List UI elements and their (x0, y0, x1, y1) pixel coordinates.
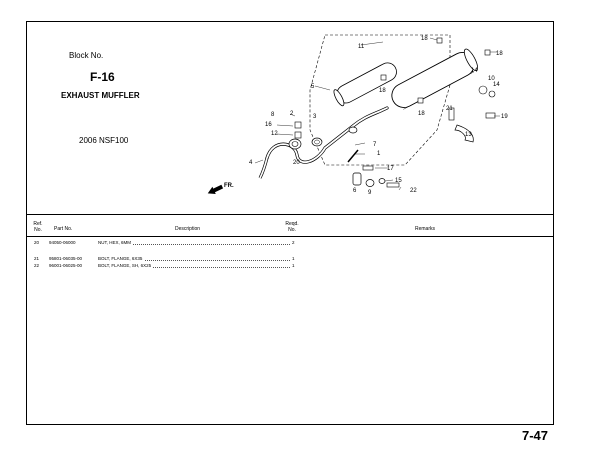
callout-4: 4 (249, 160, 253, 166)
callout-14b: 14 (493, 82, 500, 88)
callout-3: 3 (313, 114, 317, 120)
callout-2: 2 (290, 111, 294, 117)
nut-18c (380, 74, 387, 81)
callout-14a: 14 (471, 68, 478, 74)
muffler-bracket (454, 124, 474, 143)
header-remarks: Remarks (415, 226, 436, 232)
header-ref: Ref.No. (33, 221, 43, 233)
callout-18d: 18 (418, 111, 425, 117)
callout-13: 13 (465, 132, 472, 138)
bolt-17 (362, 165, 374, 171)
callout-18c: 18 (379, 88, 386, 94)
leader-lines (254, 37, 500, 191)
bolt-19 (485, 112, 496, 119)
header-part-no: Part No. (54, 226, 73, 232)
gasket (311, 137, 323, 147)
callout-17: 17 (387, 166, 394, 172)
callout-5: 5 (311, 84, 315, 90)
stud-bolt (347, 149, 359, 163)
callout-18a: 18 (421, 36, 428, 42)
callout-8: 8 (271, 112, 275, 118)
assembly-outline (309, 34, 451, 166)
front-arrow (207, 184, 224, 195)
bolt-21 (448, 107, 455, 121)
callout-12: 12 (271, 131, 278, 137)
manifold-flange (288, 138, 302, 150)
callout-11: 11 (358, 44, 365, 50)
front-label: FR. (224, 183, 234, 189)
block-no-label: Block No. (69, 51, 104, 60)
stud (294, 121, 302, 129)
page-number: 7-47 (522, 428, 549, 443)
callout-19: 19 (501, 114, 508, 120)
callout-1: 1 (377, 151, 381, 157)
rubber-collar (365, 179, 375, 187)
block-title: EXHAUST MUFFLER (61, 91, 140, 100)
callout-16: 16 (265, 122, 272, 128)
model-name: 2006 NSF100 (79, 136, 129, 145)
heat-shield (333, 62, 397, 107)
header-description: Description (175, 226, 201, 232)
callout-9: 9 (368, 190, 372, 196)
table-top-rule (27, 214, 553, 215)
collar (294, 131, 302, 139)
callout-20: 20 (293, 160, 300, 166)
block-code: F-16 (90, 70, 115, 84)
callout-15: 15 (395, 178, 402, 184)
joint-gasket (348, 126, 358, 134)
callout-18b: 18 (496, 51, 503, 57)
callout-6: 6 (353, 188, 357, 194)
table-header-rule (27, 236, 553, 237)
nut-18d (417, 97, 424, 104)
callout-10: 10 (488, 76, 495, 82)
callout-numbers: 1 2 3 4 5 6 7 8 9 10 11 12 13 14 14 15 1… (249, 36, 508, 196)
collar-10 (488, 90, 496, 98)
table-row: 22 96001-06025-00 BOLT, FLANGE, SH, 6X25… (34, 263, 295, 268)
muffler (391, 48, 479, 110)
nut-18a (436, 37, 443, 44)
callout-22: 22 (410, 188, 417, 194)
table-row: 20 94050-06000 NUT, HEX, 6MM 2 (34, 240, 295, 245)
callout-7: 7 (373, 142, 377, 148)
header-reqd: Reqd.No. (285, 221, 299, 233)
callout-21: 21 (446, 106, 453, 112)
grommet-14 (478, 85, 488, 95)
exhaust-diagram: FR. 1 2 3 4 5 6 7 8 9 10 11 12 13 14 14 … (207, 34, 508, 196)
bracket (352, 172, 362, 186)
table-row: 21 95801-06035-00 BOLT, FLANGE, 6X35 1 (34, 256, 295, 261)
nut-18b (484, 49, 491, 56)
page-frame (26, 21, 554, 425)
washer (378, 178, 386, 184)
bolt-22 (386, 182, 400, 188)
